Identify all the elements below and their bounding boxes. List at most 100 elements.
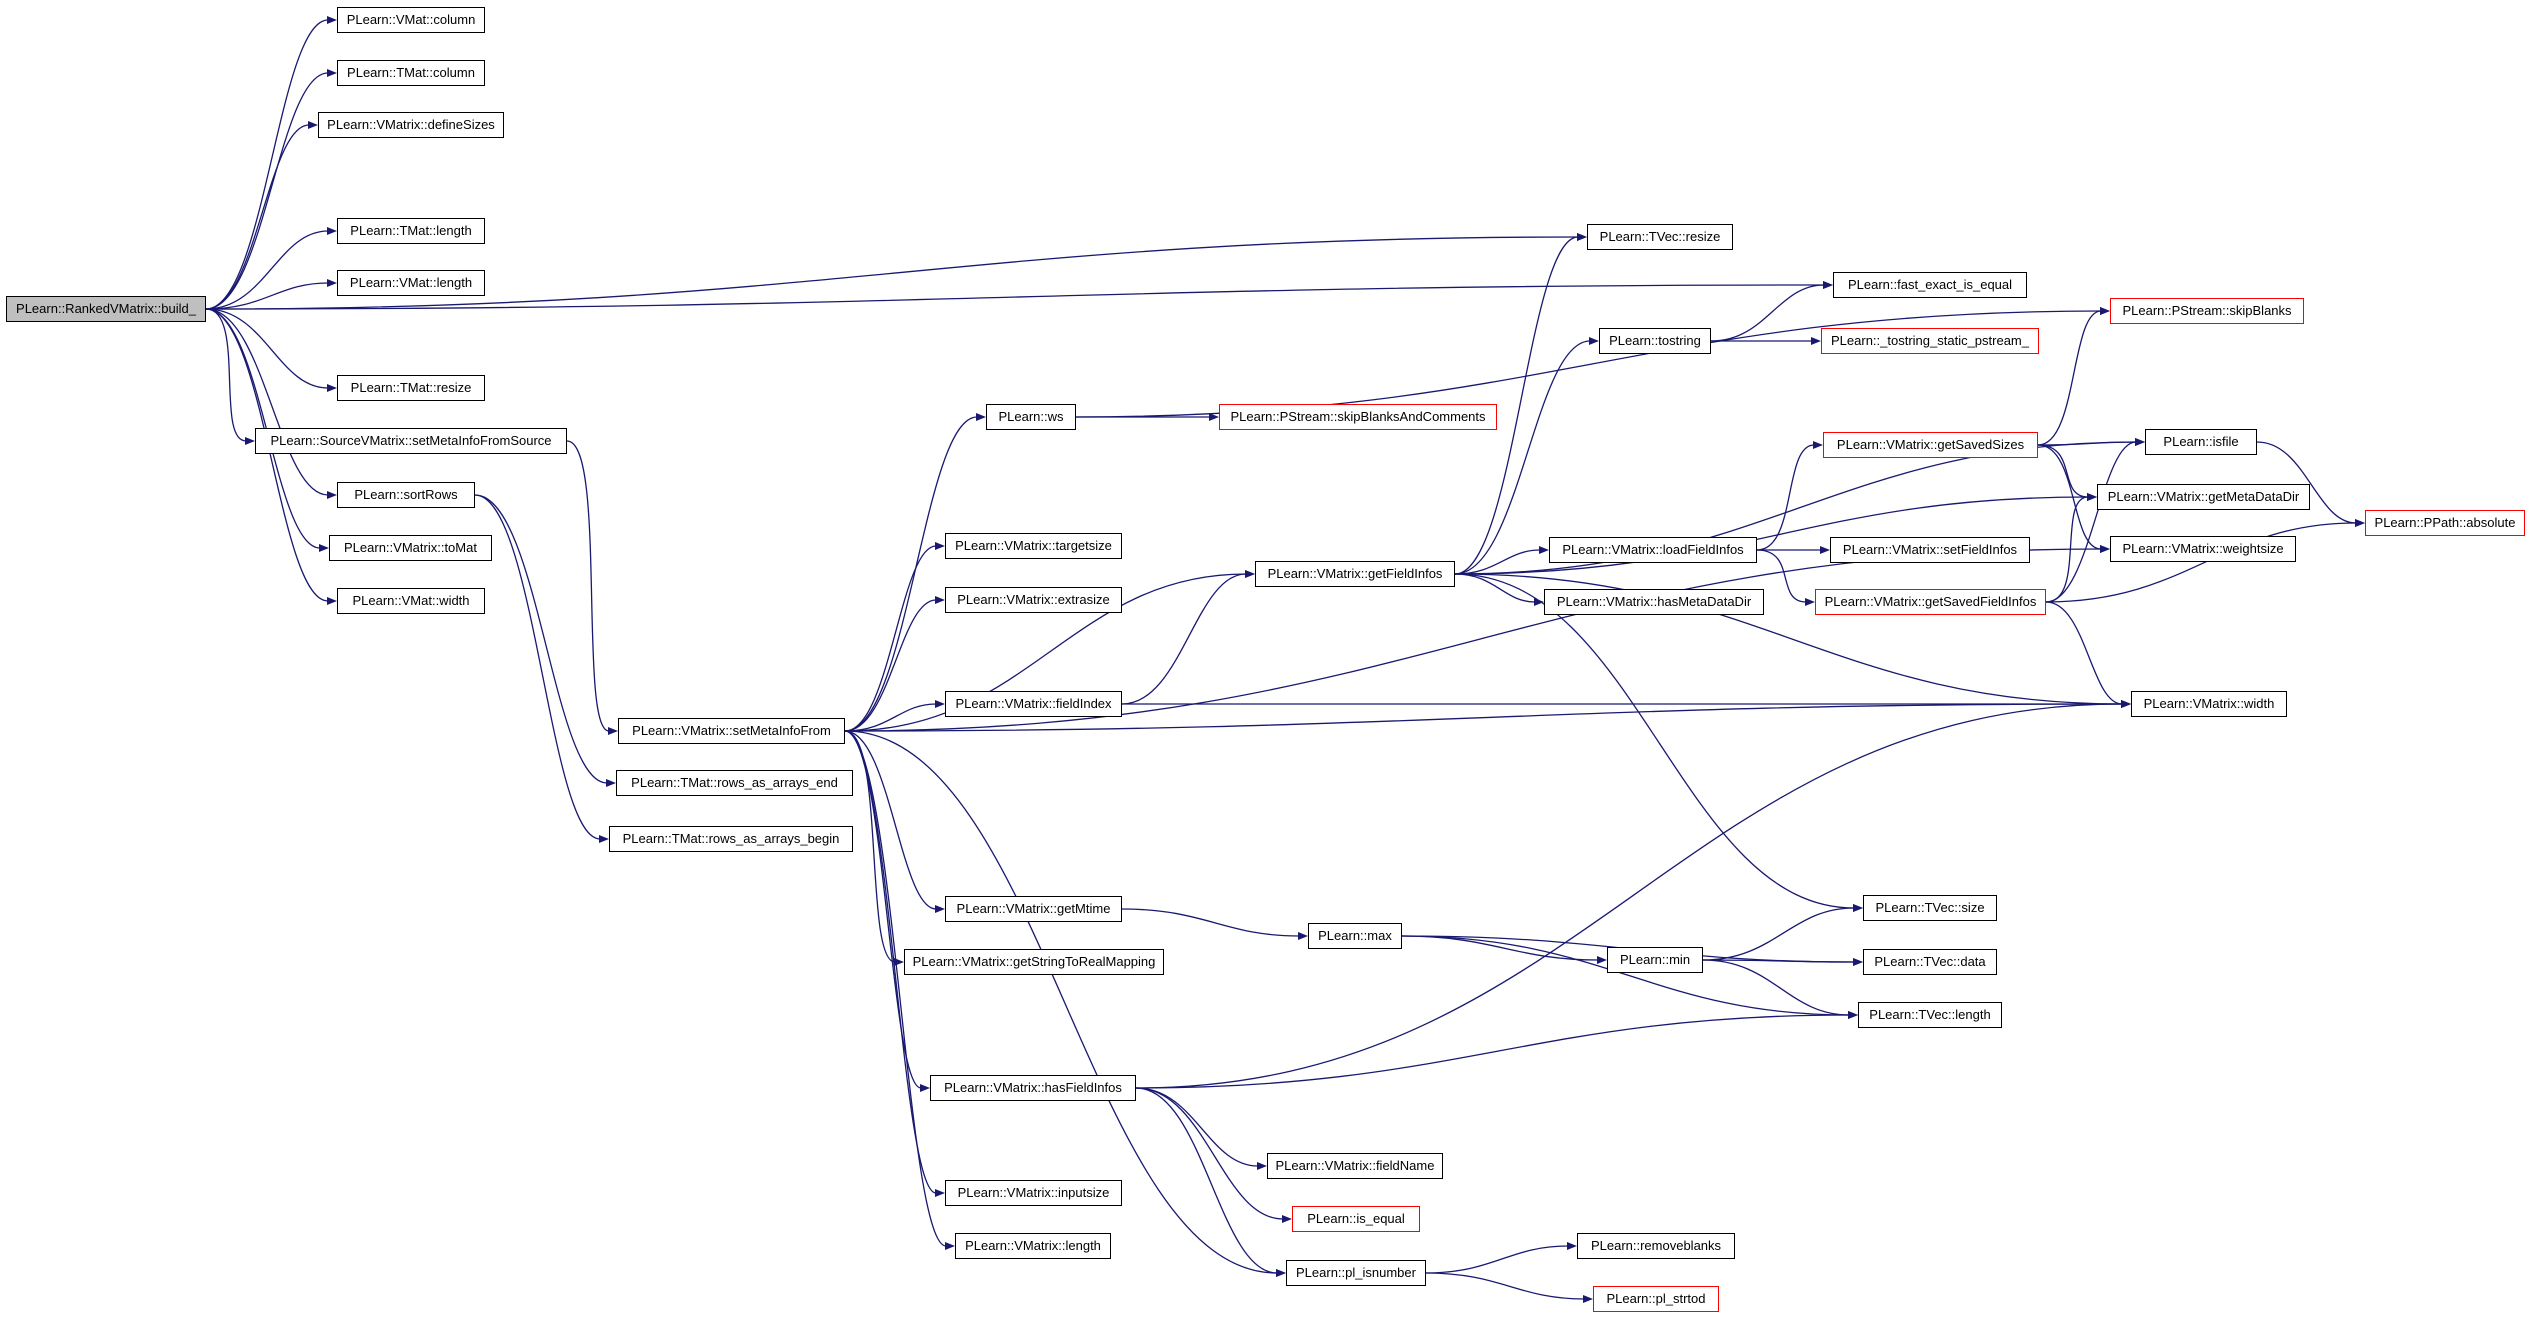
node-vmatrix-setmetainfofrom[interactable]: PLearn::VMatrix::setMetaInfoFrom bbox=[618, 718, 845, 744]
node-vmatrix-getsavedsizes[interactable]: PLearn::VMatrix::getSavedSizes bbox=[1823, 432, 2038, 458]
node-tmat-length[interactable]: PLearn::TMat::length bbox=[337, 218, 485, 244]
node-sortrows[interactable]: PLearn::sortRows bbox=[337, 482, 475, 508]
edge-arrowhead-setmetainfofrom-to-getmtime bbox=[935, 905, 945, 913]
node-tvec-resize[interactable]: PLearn::TVec::resize bbox=[1587, 224, 1733, 250]
node-sourcevmatrix-setmetainfofromsource[interactable]: PLearn::SourceVMatrix::setMetaInfoFromSo… bbox=[255, 428, 567, 454]
node-vmatrix-hasfieldinfos[interactable]: PLearn::VMatrix::hasFieldInfos bbox=[930, 1075, 1136, 1101]
node-rankedvmatrix-build[interactable]: PLearn::RankedVMatrix::build_ bbox=[6, 296, 206, 322]
edge-getsavedsizes-to-isfile bbox=[2037, 441, 2137, 446]
node-vmatrix-getsavedfieldinfos[interactable]: PLearn::VMatrix::getSavedFieldInfos bbox=[1815, 589, 2046, 615]
edge-arrowhead-hasfieldinfos-to-fieldname bbox=[1257, 1162, 1267, 1170]
node-isfile[interactable]: PLearn::isfile bbox=[2145, 429, 2257, 455]
edge-loadfieldinfos-to-getsavedsizes bbox=[1756, 444, 1815, 551]
edge-arrowhead-build-to-definesizes bbox=[308, 121, 318, 129]
node-vmatrix-width[interactable]: PLearn::VMatrix::width bbox=[2131, 691, 2287, 717]
node-ws[interactable]: PLearn::ws bbox=[986, 404, 1076, 430]
node-fast-exact-is-equal[interactable]: PLearn::fast_exact_is_equal bbox=[1833, 272, 2027, 298]
edge-arrowhead-getfieldinfos-to-tvec_resize bbox=[1577, 233, 1587, 241]
edge-setmetainfofrom-to-getstringtoreal bbox=[844, 730, 896, 963]
node-tvec-data[interactable]: PLearn::TVec::data bbox=[1863, 949, 1997, 975]
edge-arrowhead-setmetainfofromsource-to-setmetainfofrom bbox=[608, 727, 618, 735]
edge-arrowhead-build-to-tomat bbox=[319, 544, 329, 552]
edge-build-to-sortrows bbox=[205, 308, 329, 496]
node-is-equal[interactable]: PLearn::is_equal bbox=[1292, 1206, 1420, 1232]
edge-build-to-tmat_resize bbox=[205, 308, 329, 389]
node-tmat-resize[interactable]: PLearn::TMat::resize bbox=[337, 375, 485, 401]
node-pl-strtod[interactable]: PLearn::pl_strtod bbox=[1593, 1286, 1719, 1312]
edge-arrowhead-build-to-tmat_length bbox=[327, 227, 337, 235]
edge-getsavedsizes-to-skipblanks bbox=[2037, 310, 2102, 446]
edge-min-to-tvec_data bbox=[1702, 959, 1855, 963]
node-vmat-column[interactable]: PLearn::VMat::column bbox=[337, 7, 485, 33]
edge-arrowhead-setmetainfofrom-to-fieldindex bbox=[935, 700, 945, 708]
node-vmatrix-definesizes[interactable]: PLearn::VMatrix::defineSizes bbox=[318, 112, 504, 138]
edge-build-to-definesizes bbox=[205, 124, 310, 310]
node-vmatrix-extrasize[interactable]: PLearn::VMatrix::extrasize bbox=[945, 587, 1122, 613]
edge-arrowhead-build-to-tmat_column bbox=[327, 69, 337, 77]
edge-hasfieldinfos-to-fieldname bbox=[1135, 1087, 1259, 1167]
node-vmat-length[interactable]: PLearn::VMat::length bbox=[337, 270, 485, 296]
node-tostring[interactable]: PLearn::tostring bbox=[1599, 328, 1711, 354]
edge-getsavedfieldinfos-to-getmetadatadir bbox=[2045, 496, 2089, 603]
node-vmatrix-tomat[interactable]: PLearn::VMatrix::toMat bbox=[329, 535, 492, 561]
edge-setmetainfofrom-to-getmtime bbox=[844, 730, 937, 910]
node-tmat-column[interactable]: PLearn::TMat::column bbox=[337, 60, 485, 86]
edge-build-to-vmat_column bbox=[205, 19, 329, 310]
edge-arrowhead-isfile-to-ppath_absolute bbox=[2355, 519, 2365, 527]
node-min[interactable]: PLearn::min bbox=[1607, 947, 1703, 973]
edge-getfieldinfos-to-vmatrix_width bbox=[1454, 573, 2123, 705]
node-tmat-rows-as-arrays-begin[interactable]: PLearn::TMat::rows_as_arrays_begin bbox=[609, 826, 853, 852]
edge-build-to-vmat_width bbox=[205, 308, 329, 602]
node-vmatrix-weightsize[interactable]: PLearn::VMatrix::weightsize bbox=[2110, 536, 2296, 562]
node-pstream-skipblanksandcomments[interactable]: PLearn::PStream::skipBlanksAndComments bbox=[1219, 404, 1497, 430]
edge-build-to-fast_exact bbox=[205, 284, 1825, 310]
node-vmatrix-setfieldinfos[interactable]: PLearn::VMatrix::setFieldInfos bbox=[1830, 537, 2030, 563]
edge-arrowhead-getfieldinfos-to-hasmetadatadir bbox=[1534, 598, 1544, 606]
edge-arrowhead-setmetainfofrom-to-hasfieldinfos bbox=[920, 1084, 930, 1092]
edge-hasfieldinfos-to-is_equal bbox=[1135, 1087, 1284, 1220]
node-vmatrix-inputsize[interactable]: PLearn::VMatrix::inputsize bbox=[945, 1180, 1122, 1206]
node-removeblanks[interactable]: PLearn::removeblanks bbox=[1577, 1233, 1735, 1259]
edge-arrowhead-setmetainfofrom-to-vmatrix_length bbox=[945, 1242, 955, 1250]
edge-min-to-tvec_size bbox=[1702, 907, 1855, 961]
edge-arrowhead-sortrows-to-rows_begin bbox=[599, 835, 609, 843]
edge-getsavedfieldinfos-to-isfile bbox=[2045, 441, 2137, 603]
edge-arrowhead-pl_isnumber-to-removeblanks bbox=[1567, 1242, 1577, 1250]
edge-ws-to-skipblanks bbox=[1075, 310, 2102, 418]
node-vmatrix-loadfieldinfos[interactable]: PLearn::VMatrix::loadFieldInfos bbox=[1549, 537, 1757, 563]
node-tvec-length[interactable]: PLearn::TVec::length bbox=[1858, 1002, 2002, 1028]
edge-arrowhead-min-to-tvec_size bbox=[1853, 904, 1863, 912]
edge-arrowhead-setmetainfofrom-to-extrasize bbox=[935, 596, 945, 604]
node-max[interactable]: PLearn::max bbox=[1308, 923, 1402, 949]
edge-hasfieldinfos-to-pl_isnumber bbox=[1135, 1087, 1278, 1274]
edge-setmetainfofrom-to-pl_isnumber bbox=[844, 730, 1278, 1274]
node-vmatrix-hasmetadatadir[interactable]: PLearn::VMatrix::hasMetaDataDir bbox=[1544, 589, 1764, 615]
edge-arrowhead-build-to-vmat_width bbox=[327, 597, 337, 605]
node-vmatrix-length[interactable]: PLearn::VMatrix::length bbox=[955, 1233, 1111, 1259]
edge-hasfieldinfos-to-tvec_length bbox=[1135, 1014, 1850, 1089]
node-vmat-width[interactable]: PLearn::VMat::width bbox=[337, 588, 485, 614]
edge-arrowhead-min-to-tvec_length bbox=[1848, 1011, 1858, 1019]
edge-setmetainfofrom-to-vmatrix_length bbox=[844, 730, 947, 1247]
node-tmat-rows-as-arrays-end[interactable]: PLearn::TMat::rows_as_arrays_end bbox=[616, 770, 853, 796]
node-tvec-size[interactable]: PLearn::TVec::size bbox=[1863, 895, 1997, 921]
node-ppath-absolute[interactable]: PLearn::PPath::absolute bbox=[2365, 510, 2525, 536]
edge-arrowhead-hasfieldinfos-to-is_equal bbox=[1282, 1215, 1292, 1223]
node-tostring-static-pstream[interactable]: PLearn::_tostring_static_pstream_ bbox=[1821, 328, 2039, 354]
node-pl-isnumber[interactable]: PLearn::pl_isnumber bbox=[1286, 1260, 1426, 1286]
node-vmatrix-targetsize[interactable]: PLearn::VMatrix::targetsize bbox=[945, 533, 1122, 559]
node-vmatrix-fieldindex[interactable]: PLearn::VMatrix::fieldIndex bbox=[945, 691, 1122, 717]
edge-build-to-tmat_length bbox=[205, 230, 329, 310]
node-vmatrix-fieldname[interactable]: PLearn::VMatrix::fieldName bbox=[1267, 1153, 1443, 1179]
node-vmatrix-getmtime[interactable]: PLearn::VMatrix::getMtime bbox=[945, 896, 1122, 922]
edge-getfieldinfos-to-tostring bbox=[1454, 340, 1591, 575]
edge-getfieldinfos-to-loadfieldinfos bbox=[1454, 549, 1541, 575]
edge-arrowhead-sortrows-to-rows_end bbox=[606, 779, 616, 787]
edge-arrowhead-setmetainfofrom-to-inputsize bbox=[935, 1189, 945, 1197]
edge-getfieldinfos-to-getmetadatadir bbox=[1454, 496, 2089, 575]
edge-getsavedfieldinfos-to-ppath_absolute bbox=[2045, 522, 2357, 603]
node-vmatrix-getstringtorealmapping[interactable]: PLearn::VMatrix::getStringToRealMapping bbox=[904, 949, 1164, 975]
node-vmatrix-getmetadatadir[interactable]: PLearn::VMatrix::getMetaDataDir bbox=[2097, 484, 2310, 510]
node-vmatrix-getfieldinfos[interactable]: PLearn::VMatrix::getFieldInfos bbox=[1255, 561, 1455, 587]
node-pstream-skipblanks[interactable]: PLearn::PStream::skipBlanks bbox=[2110, 298, 2304, 324]
